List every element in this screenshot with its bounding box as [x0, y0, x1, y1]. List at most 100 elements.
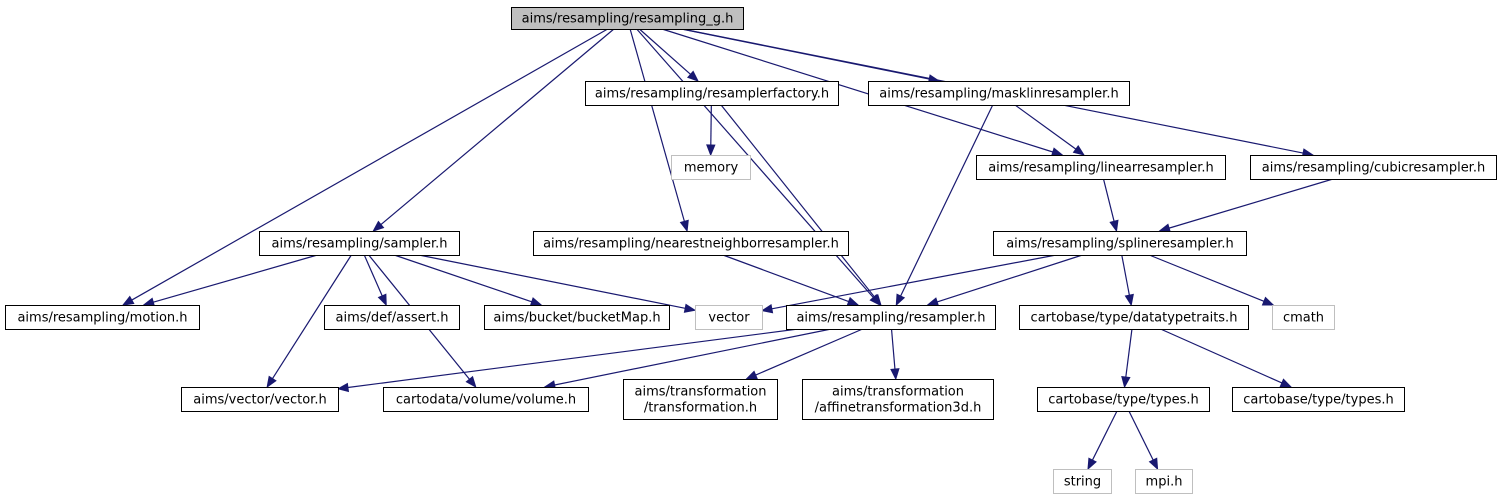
edge-sampler-to-bucketMap [394, 254, 532, 303]
node-volume[interactable]: cartodata/volume/volume.h [383, 387, 589, 412]
arrowhead-sampler-to-vector_std [683, 303, 697, 313]
node-box-types_b [1232, 387, 1405, 412]
node-box-mpi [1135, 469, 1193, 494]
node-memory: memory [671, 155, 751, 180]
node-label-linearresampler-0: aims/resampling/linearresampler.h [988, 161, 1214, 176]
edge-resampling_g-to-resamplerfactory [638, 28, 691, 75]
edge-nearestneighbor-to-resampler [722, 254, 849, 303]
node-box-resampler [786, 305, 996, 330]
arrowhead-resampling_g-to-sampler [372, 220, 385, 232]
node-assert[interactable]: aims/def/assert.h [324, 305, 460, 330]
node-vector_std: vector [695, 305, 763, 330]
node-box-memory [671, 155, 751, 180]
node-cubicresampler[interactable]: aims/resampling/cubicresampler.h [1250, 155, 1497, 180]
node-label-cmath-0: cmath [1283, 311, 1324, 326]
node-box-types_a [1037, 387, 1210, 412]
node-resampler[interactable]: aims/resampling/resampler.h [786, 305, 996, 330]
node-label-datatypetraits-0: cartobase/type/datatypetraits.h [1031, 311, 1238, 326]
node-box-motion [5, 305, 200, 330]
edge-resampling_g-to-sampler [380, 28, 615, 226]
node-label-affinetransformation3d-0: aims/transformation [832, 385, 964, 400]
node-string: string [1053, 469, 1112, 494]
arrowhead-datatypetraits-to-types_b [1279, 378, 1293, 388]
edge-datatypetraits-to-types_b [1160, 328, 1283, 384]
arrowhead-resampling_g-to-resamplerfactory [686, 70, 699, 82]
edge-resamplerfactory-to-memory [710, 104, 712, 146]
node-label-types_a-0: cartobase/type/types.h [1048, 393, 1198, 408]
node-label-resampler-0: aims/resampling/resampler.h [796, 311, 985, 326]
edge-cubicresampler-to-splineresampler [1168, 178, 1334, 229]
arrowhead-datatypetraits-to-types_a [1121, 375, 1131, 389]
node-label-resamplerfactory-0: aims/resampling/resamplerfactory.h [595, 87, 829, 102]
arrowhead-resamplerfactory-to-memory [706, 144, 716, 157]
node-label-resampling_g-0: aims/resampling/resampling_g.h [522, 12, 734, 27]
arrowhead-splineresampler-to-resampler [926, 297, 940, 307]
node-masklinresampler[interactable]: aims/resampling/masklinresampler.h [868, 81, 1130, 106]
arrowhead-types_a-to-string [1087, 457, 1097, 471]
node-box-resampling_g [511, 7, 744, 30]
node-label-aims_vector-0: aims/vector/vector.h [193, 393, 326, 408]
node-box-affinetransformation3d [802, 379, 994, 420]
edge-splineresampler-to-cmath [1149, 254, 1265, 302]
edge-resampling_g-to-linearresampler [661, 28, 1054, 153]
arrowhead-resampler-to-aims_vector [336, 382, 350, 393]
arrowhead-splineresampler-to-cmath [1261, 296, 1275, 306]
arrowhead-nearestneighbor-to-resampler [846, 296, 860, 306]
node-box-volume [383, 387, 589, 412]
node-resamplerfactory[interactable]: aims/resampling/resamplerfactory.h [585, 81, 839, 106]
edge-splineresampler-to-vector_std [771, 254, 1057, 310]
node-bucketMap[interactable]: aims/bucket/bucketMap.h [484, 305, 670, 330]
edge-splineresampler-to-datatypetraits [1121, 254, 1130, 296]
arrowhead-masklinresampler-to-linearresampler [1072, 144, 1086, 156]
node-splineresampler[interactable]: aims/resampling/splineresampler.h [993, 231, 1247, 256]
node-motion[interactable]: aims/resampling/motion.h [5, 305, 200, 330]
edge-types_a-to-string [1091, 410, 1118, 461]
edge-resampling_g-to-motion [131, 28, 608, 301]
node-transformation[interactable]: aims/transformation/transformation.h [623, 379, 778, 420]
arrowhead-splineresampler-to-datatypetraits [1124, 293, 1134, 307]
arrowhead-sampler-to-aims_vector [266, 375, 277, 389]
node-box-datatypetraits [1019, 305, 1249, 330]
arrowhead-sampler-to-assert [377, 293, 387, 307]
node-linearresampler[interactable]: aims/resampling/linearresampler.h [976, 155, 1226, 180]
node-label-transformation-1: /transformation.h [644, 401, 757, 416]
arrowhead-resampling_g-to-motion [121, 295, 135, 306]
arrowhead-resampler-to-transformation [745, 370, 758, 380]
node-datatypetraits[interactable]: cartobase/type/datatypetraits.h [1019, 305, 1249, 330]
node-types_b[interactable]: cartobase/type/types.h [1232, 387, 1405, 412]
arrowhead-resampling_g-to-linearresampler [1050, 147, 1064, 157]
node-label-motion-0: aims/resampling/motion.h [17, 311, 187, 326]
node-box-string [1053, 469, 1112, 494]
node-aims_vector[interactable]: aims/vector/vector.h [181, 387, 339, 412]
node-affinetransformation3d[interactable]: aims/transformation/affinetransformation… [802, 379, 994, 420]
node-box-aims_vector [181, 387, 339, 412]
arrowhead-masklinresampler-to-resampler [895, 293, 906, 307]
arrowhead-resampling_g-to-nearestneighbor [679, 219, 689, 233]
arrowhead-splineresampler-to-vector_std [760, 304, 774, 314]
node-label-nearestneighbor-0: aims/resampling/nearestneighborresampler… [543, 237, 839, 252]
edge-resamplerfactory-to-resampler [720, 104, 876, 298]
edge-datatypetraits-to-types_a [1125, 328, 1133, 378]
edge-linearresampler-to-splineresampler [1102, 178, 1115, 222]
node-box-transformation [623, 379, 778, 420]
arrowhead-sampler-to-bucketMap [529, 297, 543, 307]
node-label-sampler-0: aims/resampling/sampler.h [272, 237, 448, 252]
node-box-nearestneighbor [533, 231, 849, 256]
node-nearestneighbor[interactable]: aims/resampling/nearestneighborresampler… [533, 231, 849, 256]
arrowhead-resampler-to-affinetransformation3d [890, 368, 900, 381]
node-mpi: mpi.h [1135, 469, 1193, 494]
node-label-masklinresampler-0: aims/resampling/masklinresampler.h [879, 87, 1118, 102]
node-types_a[interactable]: cartobase/type/types.h [1037, 387, 1210, 412]
edge-masklinresampler-to-resampler [900, 104, 994, 297]
node-box-resamplerfactory [585, 81, 839, 106]
node-box-masklinresampler [868, 81, 1130, 106]
node-label-splineresampler-0: aims/resampling/splineresampler.h [1006, 237, 1234, 252]
node-sampler[interactable]: aims/resampling/sampler.h [259, 231, 460, 256]
node-label-string-0: string [1064, 475, 1101, 490]
node-cmath: cmath [1272, 305, 1335, 330]
node-box-vector_std [695, 305, 763, 330]
node-label-volume-0: cartodata/volume/volume.h [396, 393, 576, 408]
node-resampling_g[interactable]: aims/resampling/resampling_g.h [511, 7, 744, 30]
node-box-cubicresampler [1250, 155, 1497, 180]
